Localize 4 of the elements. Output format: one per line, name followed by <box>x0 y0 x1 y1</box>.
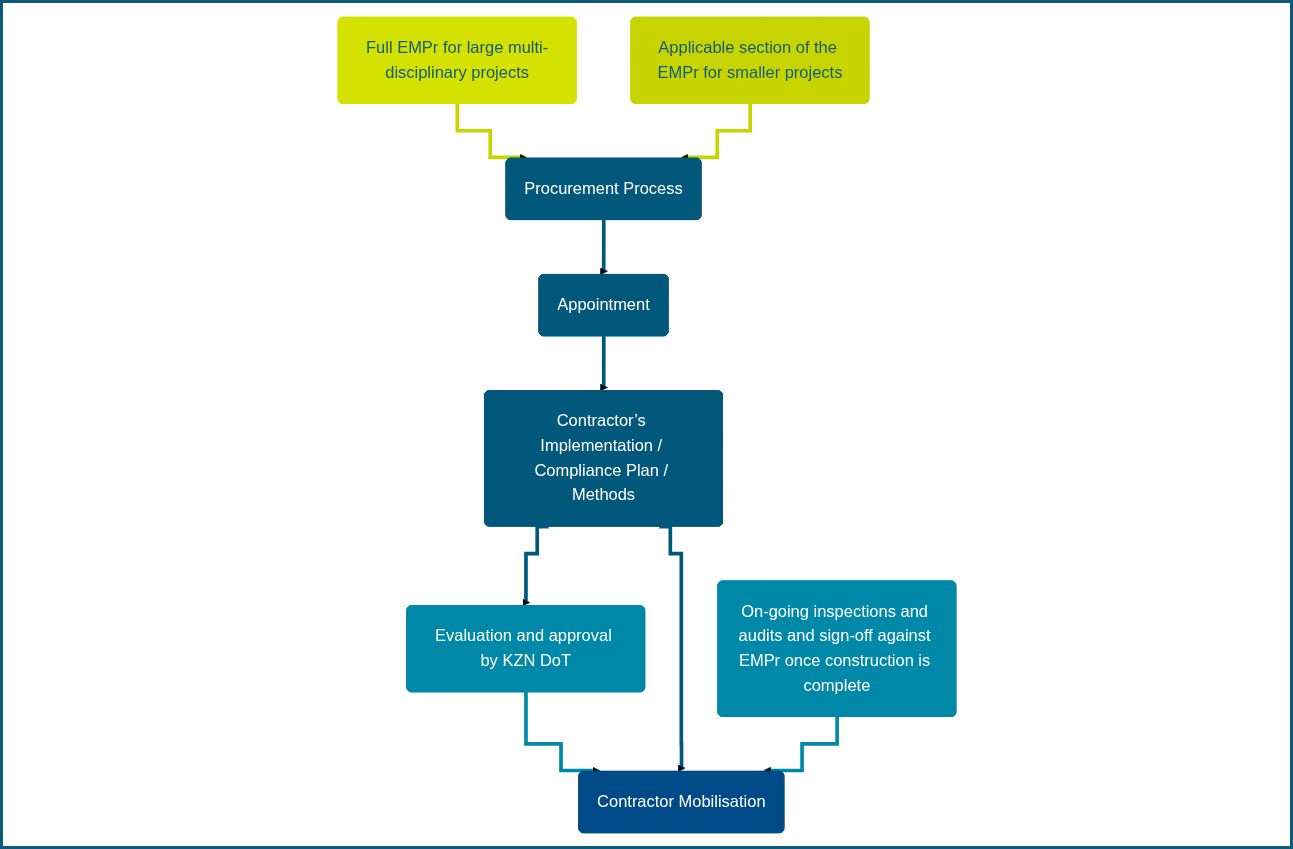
arrow <box>658 524 686 772</box>
arrow <box>680 101 752 161</box>
arrow <box>521 524 549 607</box>
arrow <box>455 101 527 161</box>
